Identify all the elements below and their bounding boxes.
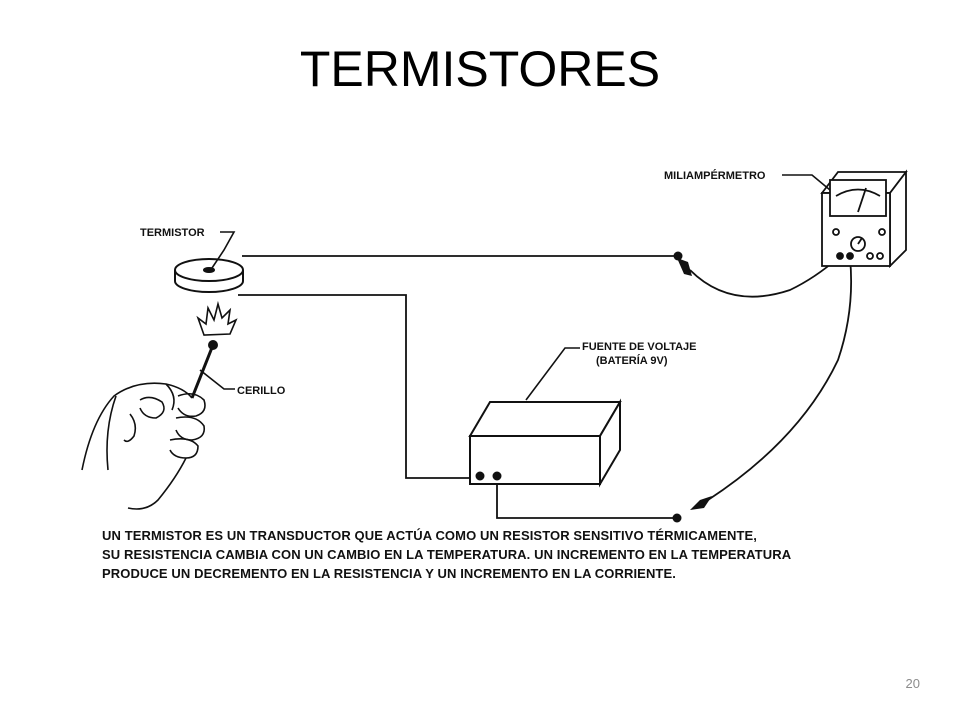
thermistor-leader xyxy=(211,231,236,269)
milliammeter-leader xyxy=(782,174,831,191)
circuit-wires xyxy=(238,255,852,519)
slide-title: TERMISTORES xyxy=(299,41,661,97)
flame-icon xyxy=(196,300,238,336)
caption-line-1: UN TERMISTOR ES UN TRANSDUCTOR QUE ACTÚA… xyxy=(102,528,758,543)
voltage-source-label-line1: FUENTE DE VOLTAJE xyxy=(582,341,697,353)
voltage-source-label-line2: (BATERÍA 9V) xyxy=(596,354,668,367)
probe-lower xyxy=(672,496,712,523)
voltage-source-leader xyxy=(525,347,580,401)
milliammeter-label: MILIAMPÉRMETRO xyxy=(664,169,766,182)
page-number: 20 xyxy=(905,676,920,691)
milliammeter xyxy=(820,169,908,269)
match-label: CERILLO xyxy=(237,385,286,397)
match-leader xyxy=(199,369,235,390)
diagram-caption: UN TERMISTOR ES UN TRANSDUCTOR QUE ACTÚA… xyxy=(102,526,922,583)
match-stick xyxy=(190,340,218,399)
hand-illustration xyxy=(81,382,206,510)
thermistor-label: TERMISTOR xyxy=(140,227,205,239)
caption-line-3: PRODUCE UN DECREMENTO EN LA RESISTENCIA … xyxy=(102,566,676,581)
thermistor-disk xyxy=(174,258,244,293)
probe-upper xyxy=(673,251,692,276)
battery-box xyxy=(468,398,622,488)
caption-line-2: SU RESISTENCIA CAMBIA CON UN CAMBIO EN L… xyxy=(102,547,792,562)
